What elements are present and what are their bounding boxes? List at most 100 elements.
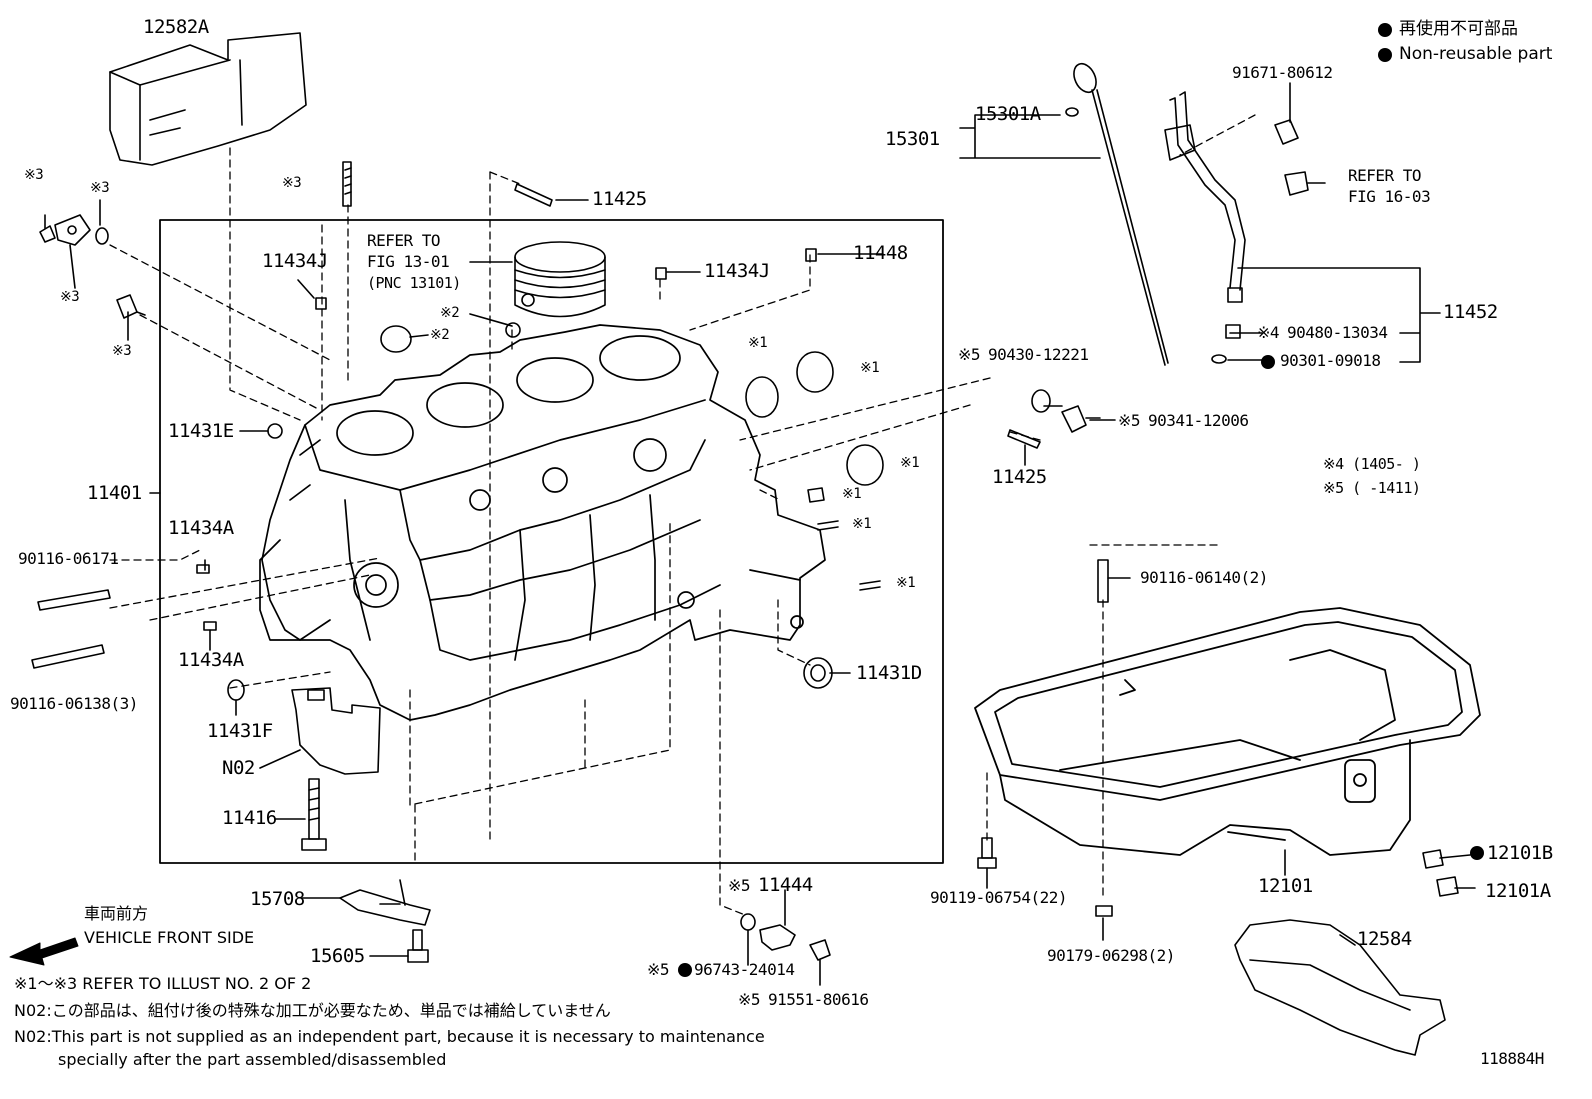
mark-x5-e: ※5: [738, 990, 761, 1009]
mark-x3-c: ※3: [60, 289, 80, 305]
part-90119-06754[interactable]: 90119-06754(22): [930, 888, 1068, 907]
non-reusable-dot: [1261, 355, 1275, 369]
bearing-cap-N02-shape: [291, 687, 381, 775]
misc-small-parts: [39, 214, 146, 319]
mark-x1-e: ※1: [852, 516, 872, 532]
part-90301-09018[interactable]: 90301-09018: [1280, 351, 1381, 370]
mark-x2-b: ※2: [430, 327, 450, 343]
non-reusable-dot: [678, 963, 692, 977]
bolt-11416-shape: [301, 778, 327, 851]
part-N02[interactable]: N02: [222, 757, 255, 779]
note-x5-range: ※5 ( -1411): [1323, 479, 1421, 497]
part-15708[interactable]: 15708: [250, 888, 305, 910]
bolt-15605-shape: [369, 929, 429, 963]
mark-x1-a: ※1: [748, 335, 768, 351]
assembly-frame: [159, 219, 944, 864]
part-11425-top[interactable]: 11425: [592, 188, 647, 210]
dipstick-15301-shape: [959, 62, 1169, 366]
refer-fig16-line2[interactable]: FIG 16-03: [1348, 187, 1431, 206]
non-reusable-dot: [1470, 846, 1484, 860]
mark-x3-e: ※3: [282, 175, 302, 191]
studs: [31, 183, 1109, 669]
part-90116-06138[interactable]: 90116-06138(3): [10, 694, 138, 713]
part-11431E[interactable]: 11431E: [168, 420, 234, 442]
part-11401[interactable]: 11401: [87, 482, 142, 504]
part-90179-06298[interactable]: 90179-06298(2): [1047, 946, 1175, 965]
note-n02-en-1: N02:This part is not supplied as an inde…: [14, 1027, 765, 1046]
part-11431D[interactable]: 11431D: [856, 662, 922, 684]
mark-x2-a: ※2: [440, 305, 460, 321]
plugs-and-caps: [196, 161, 884, 701]
part-15605[interactable]: 15605: [310, 945, 365, 967]
part-90116-06140[interactable]: 90116-06140(2): [1140, 568, 1268, 587]
part-11431F[interactable]: 11431F: [207, 720, 273, 742]
part-11416[interactable]: 11416: [222, 807, 277, 829]
refer-fig13-line2[interactable]: FIG 13-01: [367, 252, 450, 271]
mark-x4: ※4: [1257, 323, 1280, 342]
part-91671-80612[interactable]: 91671-80612: [1232, 63, 1333, 82]
mark-x5-c: ※5: [728, 876, 751, 895]
part-90341-12006[interactable]: 90341-12006: [1148, 411, 1249, 430]
mark-x3-a: ※3: [24, 167, 44, 183]
front-side-jp: 車両前方: [84, 904, 149, 923]
mark-x1-b: ※1: [860, 360, 880, 376]
part-11434A-b[interactable]: 11434A: [178, 649, 244, 671]
note-refer-illust: ※1～※3 REFER TO ILLUST NO. 2 OF 2: [14, 974, 312, 993]
clamp-shape: [1284, 171, 1326, 196]
legend-dot: [1378, 48, 1392, 62]
legend-jp: 再使用不可部品: [1399, 19, 1518, 39]
mark-x3-d: ※3: [112, 343, 132, 359]
piston-shape: [514, 241, 606, 318]
part-90430-12221[interactable]: 90430-12221: [988, 345, 1089, 364]
sensor-11444-shape: [740, 889, 831, 986]
baffle-12584-shape: [1234, 919, 1446, 1056]
front-side-en: VEHICLE FRONT SIDE: [84, 928, 255, 947]
legend-en: Non-reusable part: [1399, 44, 1553, 64]
part-12101[interactable]: 12101: [1258, 875, 1313, 897]
note-x4-range: ※4 (1405- ): [1323, 455, 1421, 473]
solid-leaders: [44, 199, 1476, 946]
refer-fig13-line1: REFER TO: [367, 231, 441, 250]
refer-fig16-line1: REFER TO: [1348, 166, 1422, 185]
refer-fig13-line3: (PNC 13101): [367, 274, 461, 292]
note-n02-en-2: specially after the part assembled/disas…: [58, 1050, 447, 1069]
cylinder-block-11401-shape: [259, 324, 826, 721]
mark-x3-b: ※3: [90, 180, 110, 196]
illustration-id: 118884H: [1480, 1049, 1544, 1068]
part-11434A-a[interactable]: 11434A: [168, 517, 234, 539]
insulator-12582A-shape: [109, 32, 307, 166]
mark-x5-d: ※5: [647, 960, 670, 979]
part-11425-right[interactable]: 11425: [992, 466, 1047, 488]
pan-bolts: [977, 837, 1459, 917]
mark-x1-f: ※1: [896, 575, 916, 591]
part-15301A[interactable]: 15301A: [975, 103, 1041, 125]
note-n02-jp: N02:この部品は、組付け後の特殊な加工が必要なため、単品では補給していません: [14, 1001, 611, 1020]
part-91551-80616[interactable]: 91551-80616: [768, 990, 869, 1009]
drain-plug-shape: [1031, 389, 1101, 433]
part-12582A[interactable]: 12582A: [143, 16, 209, 38]
guide-pipe-11452-shape: [1164, 91, 1441, 364]
part-11434J-mid[interactable]: 11434J: [704, 260, 770, 282]
part-11452[interactable]: 11452: [1443, 301, 1498, 323]
oil-pan-12101-shape: [974, 607, 1481, 856]
part-11444[interactable]: 11444: [758, 874, 813, 896]
part-90116-06171[interactable]: 90116-06171: [18, 549, 119, 568]
part-90480-13034[interactable]: 90480-13034: [1287, 323, 1388, 342]
bolt-91671-shape: [1274, 82, 1299, 145]
part-11434J-left[interactable]: 11434J: [262, 250, 328, 272]
mark-x1-c: ※1: [900, 455, 920, 471]
bracket-15708-shape: [301, 879, 431, 926]
part-12584[interactable]: 12584: [1357, 928, 1412, 950]
part-12101A[interactable]: 12101A: [1485, 880, 1551, 902]
part-96743-24014[interactable]: 96743-24014: [694, 960, 795, 979]
part-12101B[interactable]: 12101B: [1487, 842, 1553, 864]
mark-x1-d: ※1: [842, 486, 862, 502]
mark-x5-a: ※5: [958, 345, 981, 364]
part-11448[interactable]: 11448: [853, 242, 908, 264]
dashed-leaders: [109, 114, 1256, 916]
legend-dot: [1378, 23, 1392, 37]
arrow-left-icon: [9, 937, 79, 966]
mark-x5-b: ※5: [1118, 411, 1141, 430]
part-15301[interactable]: 15301: [885, 128, 940, 150]
